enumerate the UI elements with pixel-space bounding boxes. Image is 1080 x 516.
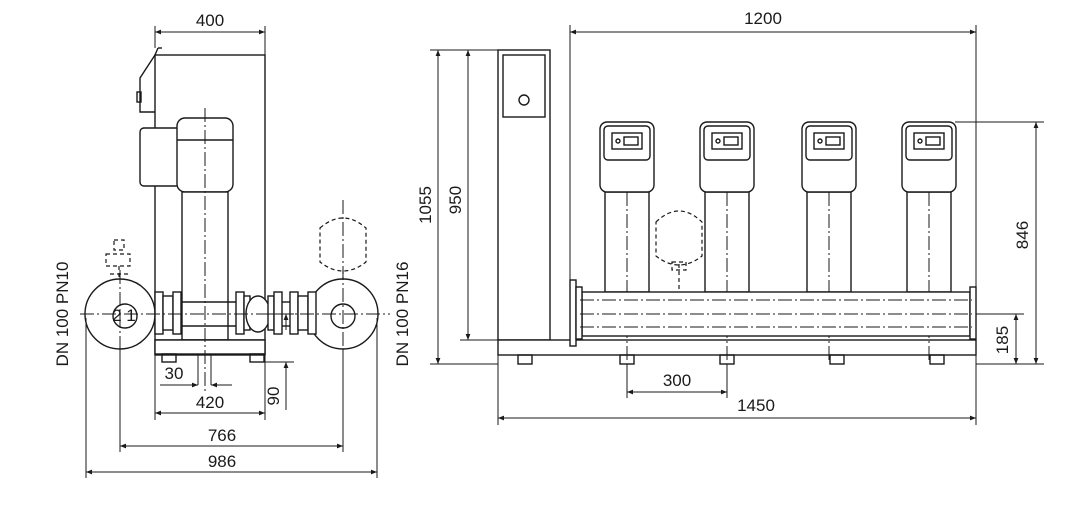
pump-display	[813, 132, 845, 150]
dim-label-846: 846	[1013, 221, 1032, 249]
front-base-frame	[497, 339, 977, 356]
dim-label-90: 90	[264, 387, 283, 406]
motor-terminal-box	[139, 127, 181, 187]
pump-unit	[801, 121, 857, 362]
optional-valve-left	[105, 239, 131, 280]
pipe-mark-2: 2	[112, 306, 121, 325]
dim-label-1200: 1200	[744, 9, 782, 28]
dim-label-185: 185	[993, 326, 1012, 354]
dim-label-300: 300	[663, 371, 691, 390]
cabinet-indicator	[518, 94, 530, 106]
dim-label-766: 766	[208, 426, 236, 445]
connection-label-right: DN 100 PN16	[393, 262, 412, 367]
cabinet-door	[139, 54, 156, 113]
dim-label-400: 400	[196, 11, 224, 30]
base-plate	[154, 339, 266, 355]
pump-unit	[699, 121, 755, 362]
dim-label-950: 950	[446, 186, 465, 214]
dim-label-1450: 1450	[737, 396, 775, 415]
pump-unit	[599, 121, 655, 362]
front-view: 1200 1055 950 846 185 300 1450	[416, 9, 1044, 425]
optional-pressure-vessel-front	[655, 210, 703, 292]
pump-display	[711, 132, 743, 150]
side-frame	[154, 54, 266, 356]
connection-label-left: DN 100 PN10	[53, 262, 72, 367]
dim-label-986: 986	[208, 452, 236, 471]
dim-label-420: 420	[196, 393, 224, 412]
pump-display	[611, 132, 643, 150]
control-cabinet	[497, 49, 551, 341]
pipe-mark-1: 1	[126, 306, 135, 325]
pump-display	[913, 132, 945, 150]
dim-label-30: 30	[165, 364, 184, 383]
dim-label-1055: 1055	[416, 186, 435, 224]
side-view: 2 1 400 30 420 90 766	[53, 11, 412, 478]
